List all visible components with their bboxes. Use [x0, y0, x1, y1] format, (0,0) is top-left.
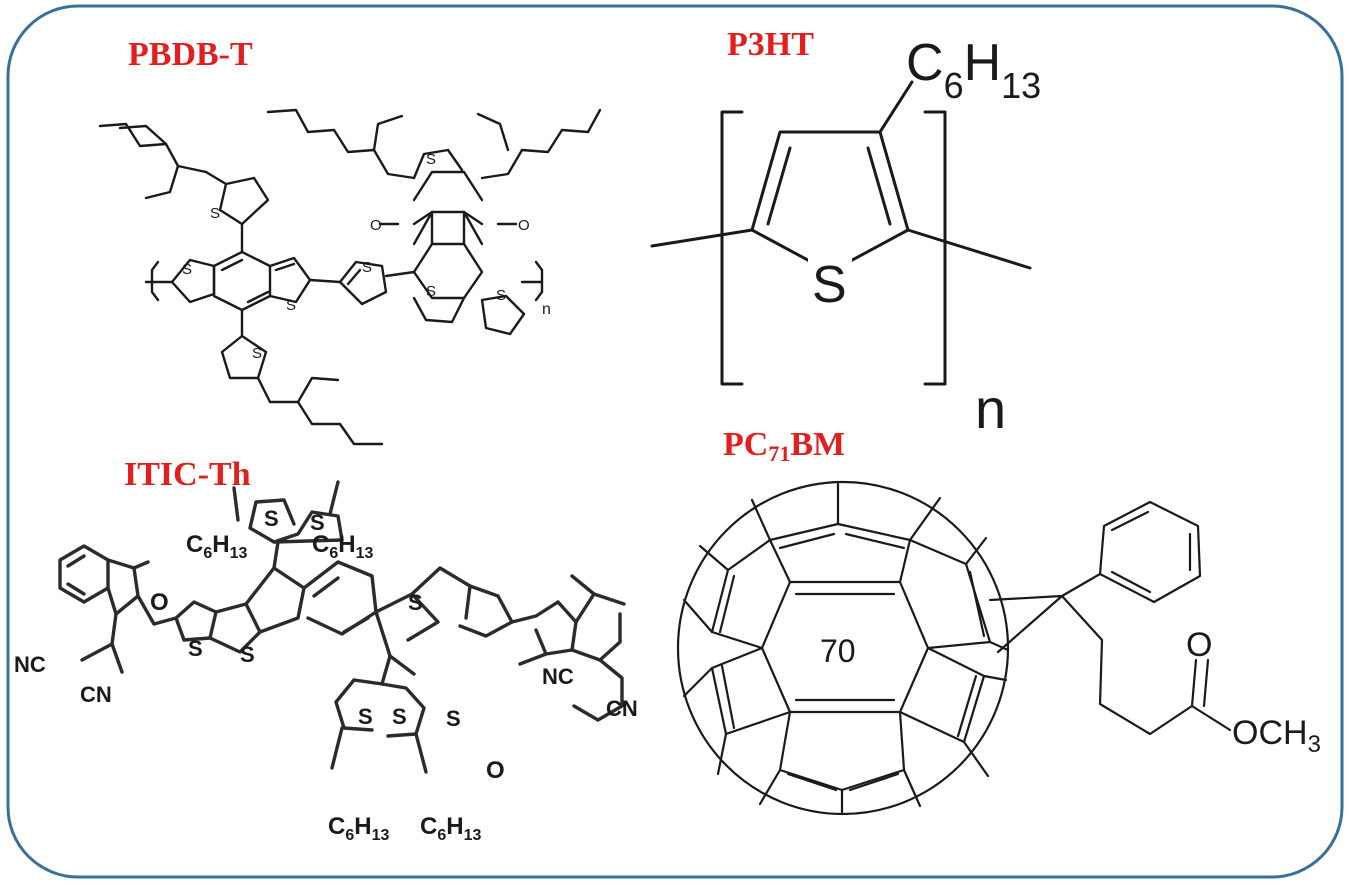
pcbm-och: OCH: [1232, 714, 1308, 752]
pbdbt-bonds: [98, 108, 602, 446]
pbdbt-repeat-n: n: [542, 301, 551, 318]
itic-s-2: S: [240, 642, 255, 667]
p3ht-h-sub: 13: [1001, 65, 1041, 106]
p3ht-s-mask: [808, 254, 852, 298]
pcbm-cage-label: 70: [820, 633, 856, 669]
pbdbt-s-2: S: [286, 297, 296, 314]
p3ht-c: C: [906, 34, 944, 92]
pcbm-title-sub: 71: [768, 441, 791, 466]
pbdbt-o-2: O: [518, 217, 530, 234]
pbdbt-s-3: S: [210, 205, 220, 222]
pcbm-title-pc: PC: [723, 426, 769, 463]
itic-o-right: O: [486, 757, 505, 784]
pcbm-och3-sub: 3: [1308, 731, 1321, 758]
itic-s-7: S: [358, 704, 373, 729]
itic-c6h13-top-left: C6H13: [186, 531, 247, 562]
itic-cn-right: CN: [606, 696, 638, 721]
itic-c6h13-top-right: C6H13: [312, 531, 373, 562]
frame-border: [6, 4, 1344, 879]
pbdbt-title: PBDB-T: [128, 36, 253, 73]
p3ht-c-sub: 6: [944, 65, 964, 106]
pbdbt-s-8: S: [496, 287, 506, 304]
itic-s-5: S: [408, 590, 423, 615]
itic-s-8: S: [392, 704, 407, 729]
pcbm-title: PC71BM: [723, 428, 845, 465]
itic-c6h13-bottom-left: C6H13: [328, 813, 389, 844]
p3ht-title: P3HT: [727, 26, 814, 63]
itic-bonds: [58, 480, 626, 774]
itic-cn-left: CN: [80, 682, 112, 707]
pbdbt-o-1: O: [370, 217, 382, 234]
pbdbt-s-1: S: [182, 261, 192, 278]
pcbm-title-bm: BM: [790, 426, 846, 463]
p3ht-h: H: [964, 34, 1002, 92]
itic-s-3: S: [264, 506, 279, 531]
itic-c6h13-bottom-right: C6H13: [420, 813, 481, 844]
pbdbt-s-7: S: [426, 283, 436, 300]
pbdbt-s-4: S: [252, 345, 262, 362]
itic-s-6: S: [446, 706, 461, 731]
itic-nc-left: NC: [14, 652, 46, 677]
p3ht-atom-s: S: [812, 256, 847, 314]
itic-title: ITIC-Th: [124, 456, 251, 493]
p3ht-repeat-n: n: [975, 377, 1006, 440]
p3ht-c6h13: C6H13: [906, 34, 1041, 106]
itic-s-4: S: [310, 510, 325, 535]
pcbm-atom-o: O: [1186, 626, 1212, 664]
itic-nc-right: NC: [542, 664, 574, 689]
itic-o-left: O: [150, 589, 169, 616]
pcbm-bonds: [676, 480, 1232, 816]
pbdbt-s-6: S: [426, 151, 436, 168]
pbdbt-s-5: S: [362, 259, 372, 276]
pcbm-och3: OCH3: [1232, 714, 1321, 758]
itic-s-1: S: [188, 636, 203, 661]
